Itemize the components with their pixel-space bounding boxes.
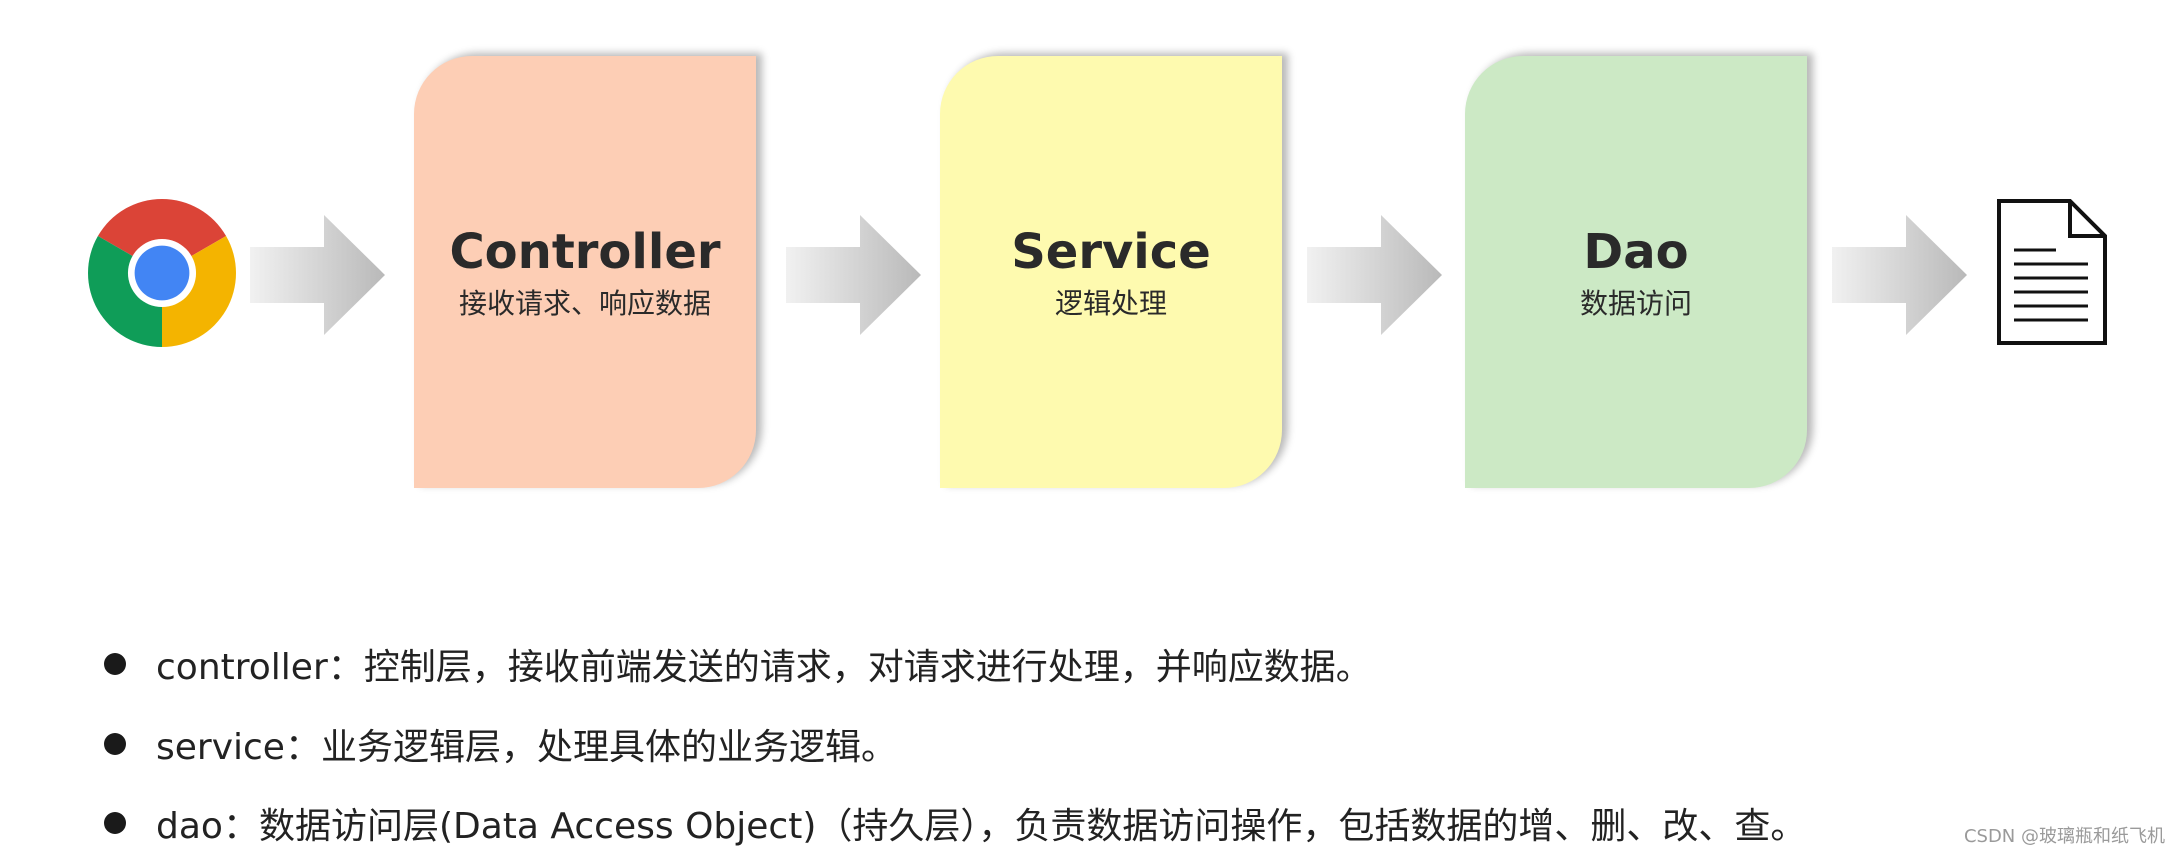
service-layer-card: Service 逻辑处理 xyxy=(940,56,1282,488)
controller-layer-card: Controller 接收请求、响应数据 xyxy=(414,56,756,488)
service-subtitle: 逻辑处理 xyxy=(1054,286,1167,320)
controller-title: Controller xyxy=(449,224,721,280)
list-item: controller：控制层，接收前端发送的请求，对请求进行处理，并响应数据。 xyxy=(104,638,1372,690)
bullet-text: service：业务逻辑层，处理具体的业务逻辑。 xyxy=(156,727,897,768)
bullet-icon xyxy=(104,653,126,675)
right-arrow-icon xyxy=(786,215,921,335)
dao-layer-card: Dao 数据访问 xyxy=(1465,56,1807,488)
bullet-icon xyxy=(104,733,126,755)
dao-subtitle: 数据访问 xyxy=(1579,286,1692,320)
right-arrow-icon xyxy=(1307,215,1442,335)
list-item: dao：数据访问层(Data Access Object)（持久层），负责数据访… xyxy=(104,797,1806,849)
bullet-icon xyxy=(104,812,126,834)
dao-title: Dao xyxy=(1583,224,1689,280)
list-item: service：业务逻辑层，处理具体的业务逻辑。 xyxy=(104,718,897,770)
right-arrow-icon xyxy=(1832,215,1967,335)
layer-flow-diagram: Controller 接收请求、响应数据 Service 逻辑处理 Dao 数据… xyxy=(88,56,2107,488)
controller-subtitle: 接收请求、响应数据 xyxy=(458,286,711,320)
bullet-text: dao：数据访问层(Data Access Object)（持久层），负责数据访… xyxy=(156,806,1807,847)
document-icon xyxy=(1997,199,2107,345)
chrome-browser-icon xyxy=(88,199,236,347)
bullet-text: controller：控制层，接收前端发送的请求，对请求进行处理，并响应数据。 xyxy=(156,647,1372,688)
service-title: Service xyxy=(1011,224,1211,280)
right-arrow-icon xyxy=(250,215,385,335)
watermark: CSDN @玻璃瓶和纸飞机 xyxy=(1963,826,2165,847)
